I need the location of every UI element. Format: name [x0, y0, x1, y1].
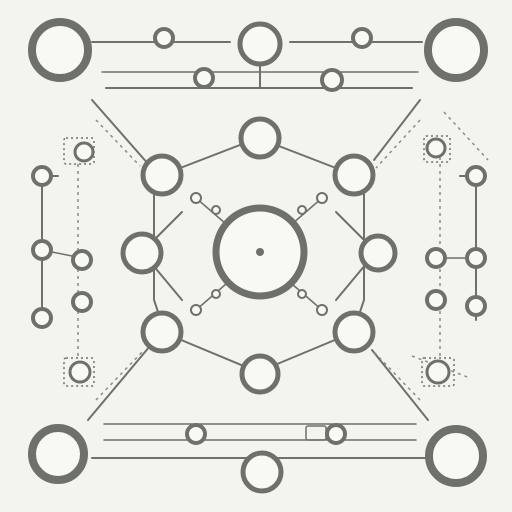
corner-node [424, 18, 488, 82]
corner-node [28, 424, 88, 484]
dashed-edge [373, 351, 421, 401]
small-node [68, 360, 92, 384]
ring-node [120, 231, 164, 275]
small-node [425, 359, 451, 385]
edge [91, 99, 151, 167]
small-node [425, 247, 447, 269]
small-node [71, 291, 93, 313]
small-node [325, 423, 347, 445]
joint-node [211, 289, 221, 299]
joint-node [316, 192, 328, 204]
edge [373, 99, 421, 161]
small-node [425, 289, 447, 311]
hub-center-dot [256, 248, 264, 256]
ring-node [358, 233, 398, 273]
ring-node [239, 353, 281, 395]
dashed-edge [443, 111, 489, 161]
ring-node [140, 153, 184, 197]
corner-node [425, 425, 487, 487]
joint-node [297, 289, 307, 299]
small-node [465, 247, 487, 269]
dashed-edge [95, 349, 145, 401]
joint-node [316, 304, 328, 316]
terminal-boxes [63, 135, 455, 441]
terminal-box [63, 137, 95, 165]
small-node [320, 68, 344, 92]
nodes [28, 18, 488, 494]
edge [291, 197, 323, 225]
edge [291, 283, 323, 311]
joint-node [211, 205, 221, 215]
terminal-box [63, 357, 95, 387]
small-node [73, 141, 95, 163]
bottom-center-node [240, 450, 284, 494]
small-node [465, 165, 487, 187]
ring-node [332, 310, 376, 354]
dashed-edge [95, 119, 141, 167]
ring-node [140, 310, 184, 354]
ring-node [238, 116, 282, 160]
small-node [185, 423, 207, 445]
joint-node [190, 304, 202, 316]
small-node [425, 137, 447, 159]
small-node [153, 27, 175, 49]
ring-node [332, 153, 376, 197]
edge [195, 197, 227, 225]
small-node [31, 239, 53, 261]
joint-node [297, 205, 307, 215]
small-node [71, 249, 93, 271]
joint-node [190, 192, 202, 204]
edge [195, 283, 227, 311]
small-node [31, 307, 53, 329]
edge [371, 349, 429, 421]
top-center-node [237, 21, 283, 67]
corner-node [28, 18, 92, 82]
edge [87, 345, 151, 421]
terminal-box [305, 425, 327, 441]
small-node [351, 27, 373, 49]
small-node [465, 295, 487, 317]
terminal-box [421, 357, 455, 387]
dashed-edge [411, 355, 471, 379]
small-node [31, 165, 53, 187]
small-node [193, 67, 215, 89]
terminal-box [423, 135, 451, 163]
